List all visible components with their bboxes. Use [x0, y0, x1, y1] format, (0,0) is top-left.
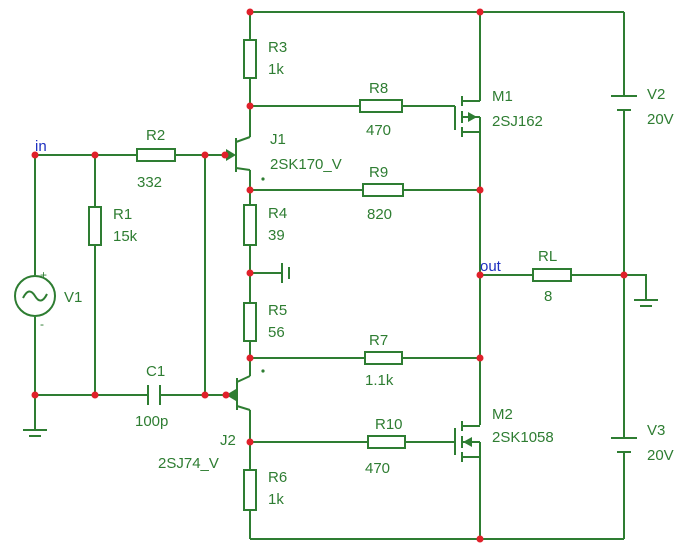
resistor-r10[interactable]: [367, 435, 406, 449]
jfet-j2[interactable]: [226, 369, 265, 411]
c1-value: 100p: [135, 413, 168, 430]
resistor-r7[interactable]: [364, 351, 403, 365]
ground-symbol-input: [23, 429, 47, 437]
r1-name: R1: [113, 206, 132, 223]
battery-v2[interactable]: [611, 95, 637, 111]
resistor-r3[interactable]: [243, 39, 257, 79]
v1-plus: +: [40, 268, 47, 282]
r6-value: 1k: [268, 491, 284, 508]
r2-value: 332: [137, 174, 162, 191]
r5-value: 56: [268, 324, 285, 341]
jfet-j1[interactable]: [225, 136, 265, 181]
m2-name: M2: [492, 406, 513, 423]
r8-value: 470: [366, 122, 391, 139]
net-label-in: in: [35, 138, 47, 155]
r3-value: 1k: [268, 61, 284, 78]
r10-value: 470: [365, 460, 390, 477]
r1-value: 15k: [113, 228, 138, 245]
capacitor-c1[interactable]: [147, 385, 161, 405]
j1-name: J1: [270, 131, 286, 148]
j2-name: J2: [220, 432, 236, 449]
v1-minus: -: [40, 317, 44, 331]
rl-value: 8: [544, 288, 552, 305]
r4-name: R4: [268, 205, 287, 222]
m1-name: M1: [492, 88, 513, 105]
mosfet-m2[interactable]: [454, 421, 481, 463]
battery-v3[interactable]: [611, 437, 637, 453]
c1-name: C1: [146, 363, 165, 380]
r10-name: R10: [375, 416, 403, 433]
v1-name: V1: [64, 289, 82, 306]
r9-name: R9: [369, 164, 388, 181]
wires: [34, 11, 647, 540]
r8-name: R8: [369, 80, 388, 97]
r9-value: 820: [367, 206, 392, 223]
resistor-r8[interactable]: [359, 99, 403, 113]
junctions: [31, 8, 628, 543]
v3-name: V3: [647, 422, 665, 439]
rl-name: RL: [538, 248, 557, 265]
resistor-r1[interactable]: [88, 206, 102, 246]
r7-name: R7: [369, 332, 388, 349]
v2-value: 20V: [647, 111, 674, 128]
m2-value: 2SK1058: [492, 429, 554, 446]
j2-value: 2SJ74_V: [158, 455, 219, 472]
net-label-out: out: [480, 258, 502, 275]
resistors: [88, 39, 572, 511]
resistor-r4[interactable]: [243, 204, 257, 246]
r6-name: R6: [268, 469, 287, 486]
resistor-r2[interactable]: [136, 148, 176, 162]
r4-value: 39: [268, 227, 285, 244]
ground-symbol-mid: [281, 263, 290, 283]
r7-value: 1.1k: [365, 372, 394, 389]
r2-name: R2: [146, 127, 165, 144]
v3-value: 20V: [647, 447, 674, 464]
source-v1[interactable]: [14, 275, 56, 317]
resistor-r6[interactable]: [243, 469, 257, 511]
labels: in out R3 1k R4 39 R5 56 R6 1k R1 15k R2…: [35, 39, 674, 508]
r5-name: R5: [268, 302, 287, 319]
resistor-r9[interactable]: [362, 183, 404, 197]
m1-value: 2SJ162: [492, 113, 543, 130]
mosfet-m1[interactable]: [454, 88, 481, 138]
resistor-r5[interactable]: [243, 302, 257, 342]
v2-name: V2: [647, 86, 665, 103]
ground-symbol-supply: [634, 299, 658, 307]
resistor-rl[interactable]: [532, 268, 572, 282]
r3-name: R3: [268, 39, 287, 56]
j1-value: 2SK170_V: [270, 156, 342, 173]
